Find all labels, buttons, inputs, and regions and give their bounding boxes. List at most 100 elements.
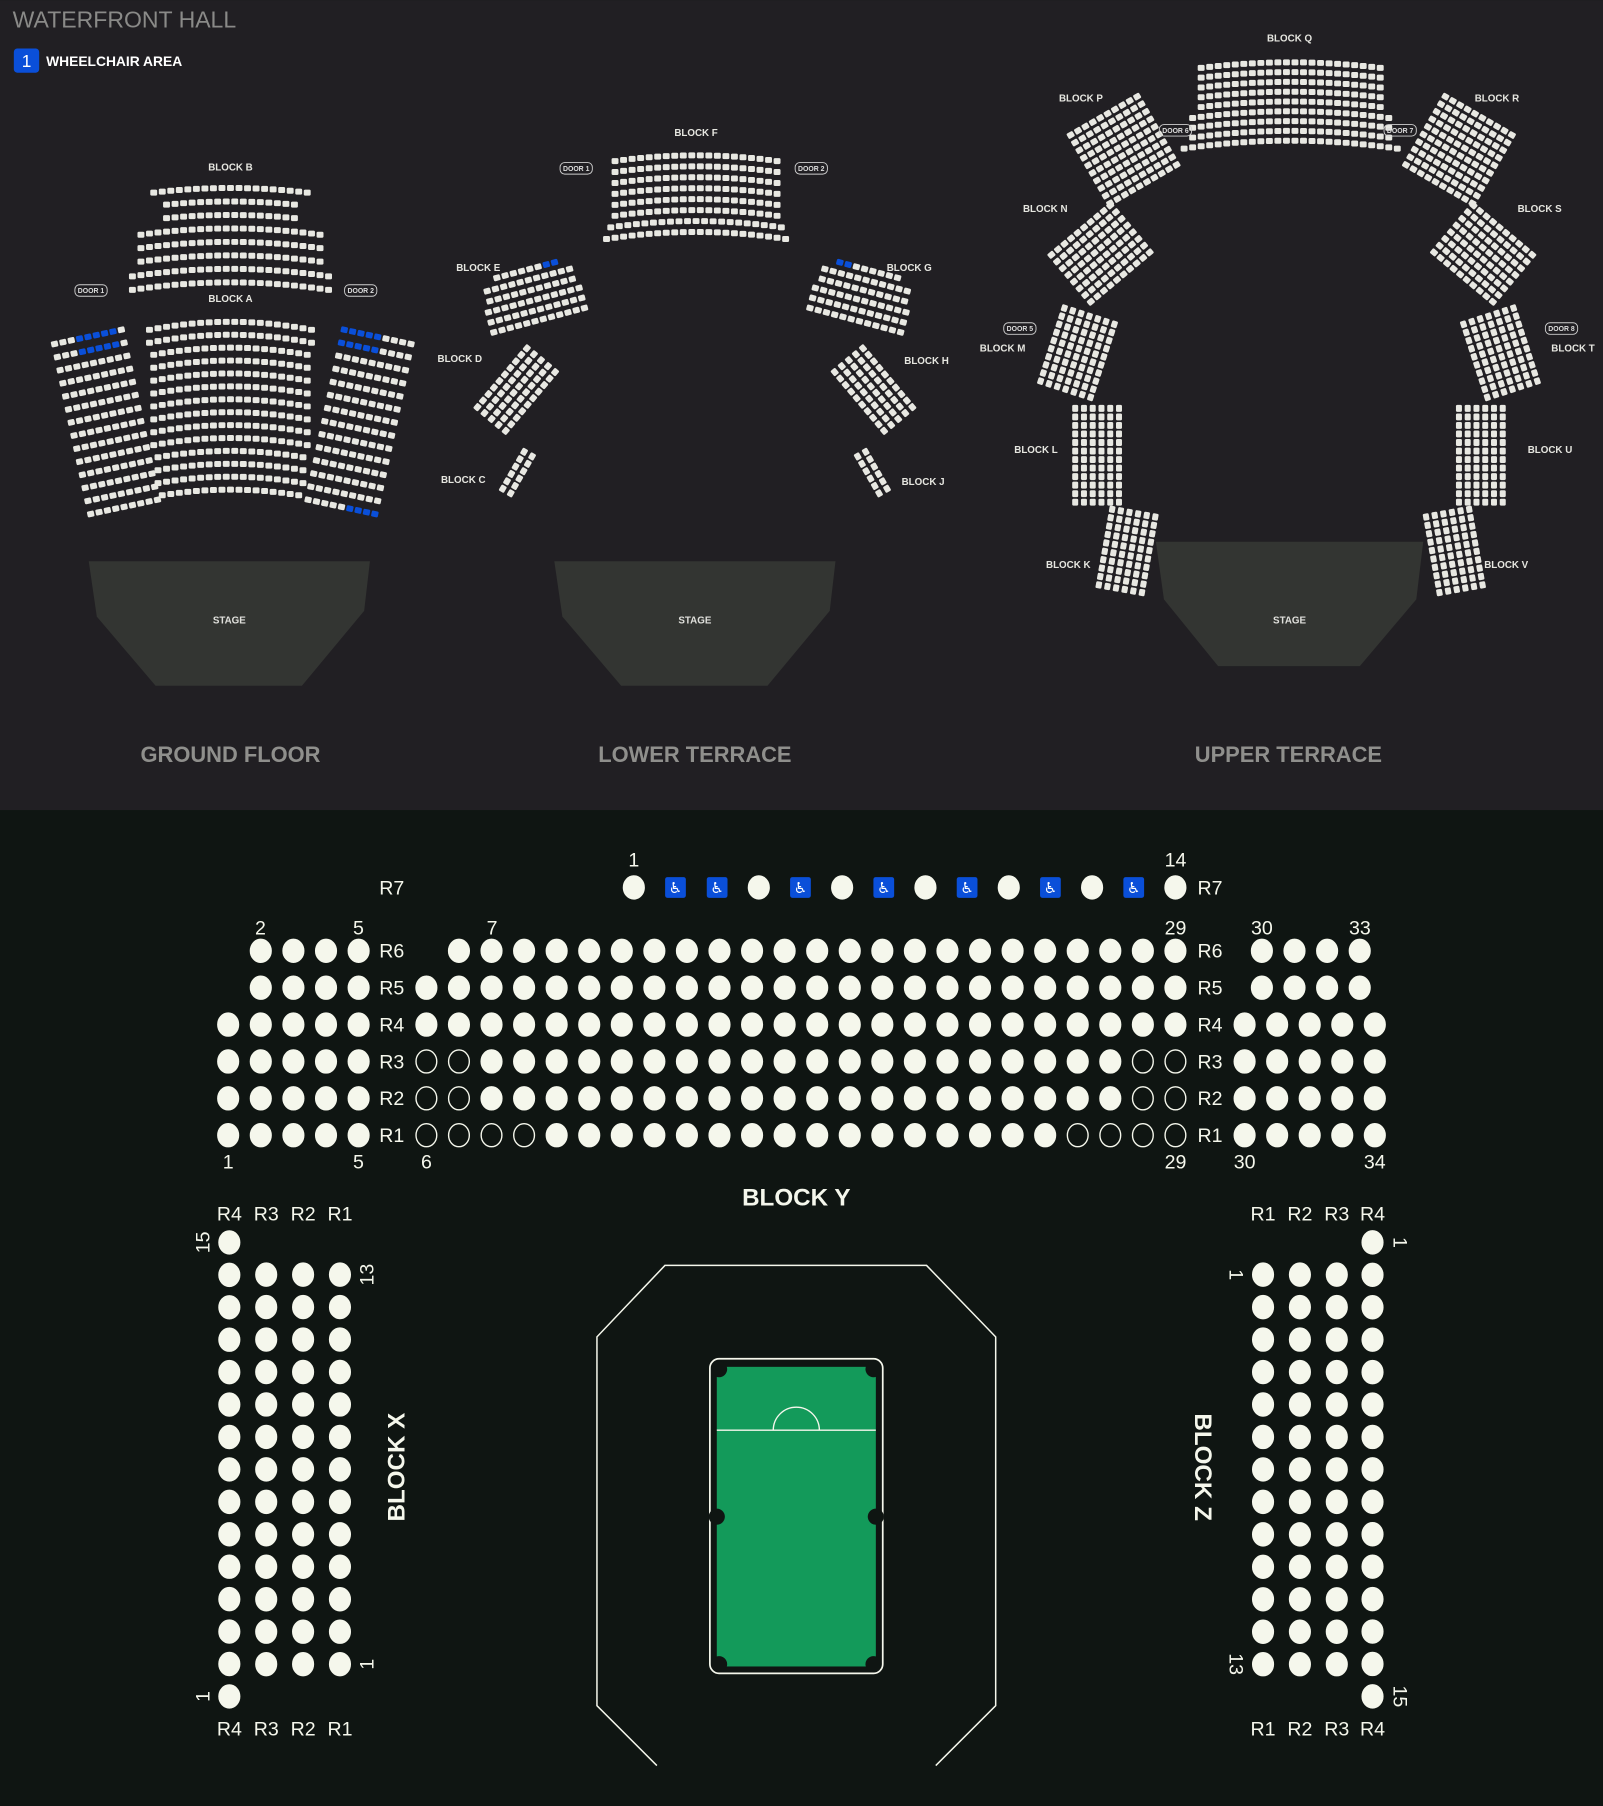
seat[interactable] <box>1115 473 1122 481</box>
seat[interactable] <box>508 281 516 289</box>
seat[interactable] <box>84 497 92 505</box>
seat[interactable] <box>382 417 390 425</box>
seat[interactable] <box>171 268 179 275</box>
seat[interactable] <box>1089 404 1096 412</box>
seat[interactable] <box>1164 875 1187 900</box>
seat[interactable] <box>180 213 188 220</box>
seat[interactable] <box>519 467 528 476</box>
seat[interactable] <box>578 938 601 964</box>
seat[interactable] <box>227 383 234 390</box>
seat[interactable] <box>1115 430 1122 438</box>
seat[interactable] <box>1115 439 1122 446</box>
seat[interactable] <box>286 374 294 381</box>
seat[interactable] <box>1223 111 1231 118</box>
seat[interactable] <box>854 381 863 390</box>
seat[interactable] <box>883 484 892 493</box>
seat[interactable] <box>1088 331 1097 340</box>
seat[interactable] <box>523 459 532 468</box>
seat[interactable] <box>1291 59 1299 66</box>
seat[interactable] <box>1100 352 1108 361</box>
seat[interactable] <box>158 350 166 357</box>
seat[interactable] <box>1116 183 1125 192</box>
seat[interactable] <box>1080 481 1087 489</box>
seat[interactable] <box>679 207 687 214</box>
seat[interactable] <box>1300 69 1307 76</box>
seat[interactable] <box>696 185 704 192</box>
seat[interactable] <box>171 477 179 484</box>
seat[interactable] <box>218 344 226 351</box>
seat[interactable] <box>645 176 653 183</box>
seat[interactable] <box>1331 1122 1354 1148</box>
seat[interactable] <box>610 938 633 964</box>
seat[interactable] <box>1385 124 1393 131</box>
seat[interactable] <box>708 1086 731 1111</box>
seat[interactable] <box>100 370 109 378</box>
seat[interactable] <box>376 361 385 369</box>
seat[interactable] <box>773 179 781 186</box>
seat[interactable] <box>1461 532 1469 540</box>
seat[interactable] <box>146 230 153 237</box>
seat[interactable] <box>1496 235 1505 244</box>
seat[interactable] <box>1488 130 1497 139</box>
seat[interactable] <box>1455 481 1462 489</box>
seat[interactable] <box>1069 333 1077 342</box>
seat[interactable] <box>1107 456 1114 464</box>
seat[interactable] <box>1348 938 1371 964</box>
seat[interactable] <box>1446 228 1455 237</box>
seat[interactable] <box>239 212 247 219</box>
seat[interactable] <box>150 390 158 397</box>
seat[interactable] <box>1451 108 1460 117</box>
seat[interactable] <box>163 465 170 472</box>
seat[interactable] <box>1274 98 1282 105</box>
seat[interactable] <box>290 242 298 249</box>
seat[interactable] <box>1368 83 1376 90</box>
seat[interactable] <box>843 368 852 377</box>
seat[interactable] <box>1214 131 1222 138</box>
seat[interactable] <box>184 488 192 495</box>
seat[interactable] <box>1476 564 1483 572</box>
seat[interactable] <box>1465 232 1474 241</box>
seat[interactable] <box>239 461 247 468</box>
seat[interactable] <box>1455 447 1462 455</box>
seat[interactable] <box>1308 108 1316 115</box>
seat[interactable] <box>128 419 137 427</box>
seat[interactable] <box>1472 238 1481 247</box>
seat[interactable] <box>643 1086 666 1111</box>
seat[interactable] <box>1467 514 1475 522</box>
seat[interactable] <box>282 322 290 329</box>
seat[interactable] <box>688 196 696 203</box>
seat[interactable] <box>244 396 251 403</box>
seat[interactable] <box>1128 543 1136 552</box>
seat[interactable] <box>507 420 516 429</box>
seat[interactable] <box>550 291 559 299</box>
seat[interactable] <box>1454 542 1462 550</box>
seat[interactable] <box>1435 536 1443 545</box>
seat[interactable] <box>1291 108 1299 115</box>
seat[interactable] <box>1483 224 1492 233</box>
seat[interactable] <box>239 198 247 205</box>
seat[interactable] <box>637 176 645 183</box>
seat[interactable] <box>447 938 471 964</box>
seat[interactable] <box>1240 119 1248 126</box>
seat[interactable] <box>205 319 213 326</box>
seat[interactable] <box>895 285 903 293</box>
seat[interactable] <box>1231 130 1239 137</box>
seat[interactable] <box>675 218 683 225</box>
seat[interactable] <box>1342 130 1350 137</box>
seat[interactable] <box>819 286 828 294</box>
seat[interactable] <box>1493 122 1502 131</box>
seat[interactable] <box>1066 1049 1089 1074</box>
seat[interactable] <box>1089 421 1096 429</box>
seat[interactable] <box>498 484 507 493</box>
seat[interactable] <box>1473 413 1480 421</box>
seat[interactable] <box>1501 333 1509 342</box>
seat[interactable] <box>248 225 256 232</box>
seat[interactable] <box>184 398 192 405</box>
seat[interactable] <box>137 417 145 425</box>
seat[interactable] <box>773 158 781 165</box>
seat[interactable] <box>1140 528 1148 536</box>
seat[interactable] <box>1499 413 1506 421</box>
seat[interactable] <box>379 430 387 438</box>
seat[interactable] <box>175 425 183 432</box>
seat[interactable] <box>1093 125 1102 134</box>
